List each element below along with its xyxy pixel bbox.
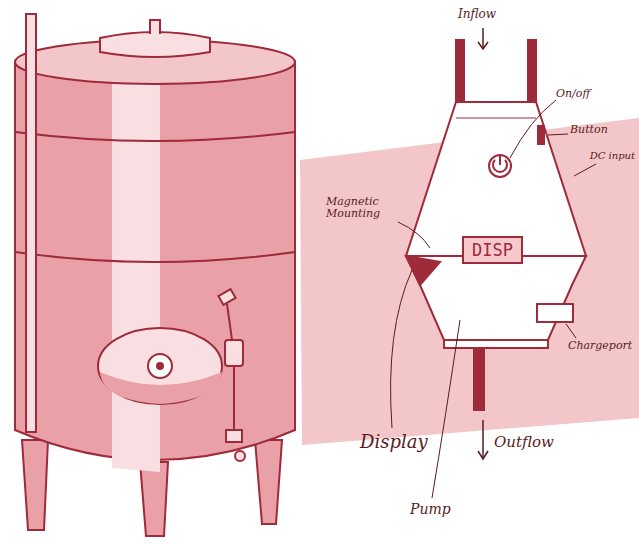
display-screen: DISP: [462, 236, 523, 264]
hatch-handle: [150, 20, 160, 34]
callout-label: Display: [360, 432, 428, 452]
tank-hatch: [100, 32, 210, 57]
sight-tube: [26, 14, 36, 432]
display-text: DISP: [464, 238, 521, 262]
callout-label: On/off: [556, 88, 590, 100]
callout-label: Outflow: [494, 434, 554, 451]
manway-knob-center: [156, 362, 164, 370]
callout-label: DC input: [590, 150, 635, 161]
manway-knob: [148, 354, 172, 378]
callout-label: Chargeport: [568, 340, 632, 352]
tank-valve: [218, 289, 245, 461]
tank-highlight: [112, 80, 160, 472]
tank-seam: [15, 252, 295, 262]
manway: [98, 328, 222, 404]
callout-label: Magnetic Mounting: [326, 196, 404, 220]
callout-label: Button: [570, 124, 608, 136]
callout-label: Inflow: [458, 8, 496, 21]
callout-label: Pump: [410, 502, 451, 517]
tank-seam: [15, 132, 295, 141]
